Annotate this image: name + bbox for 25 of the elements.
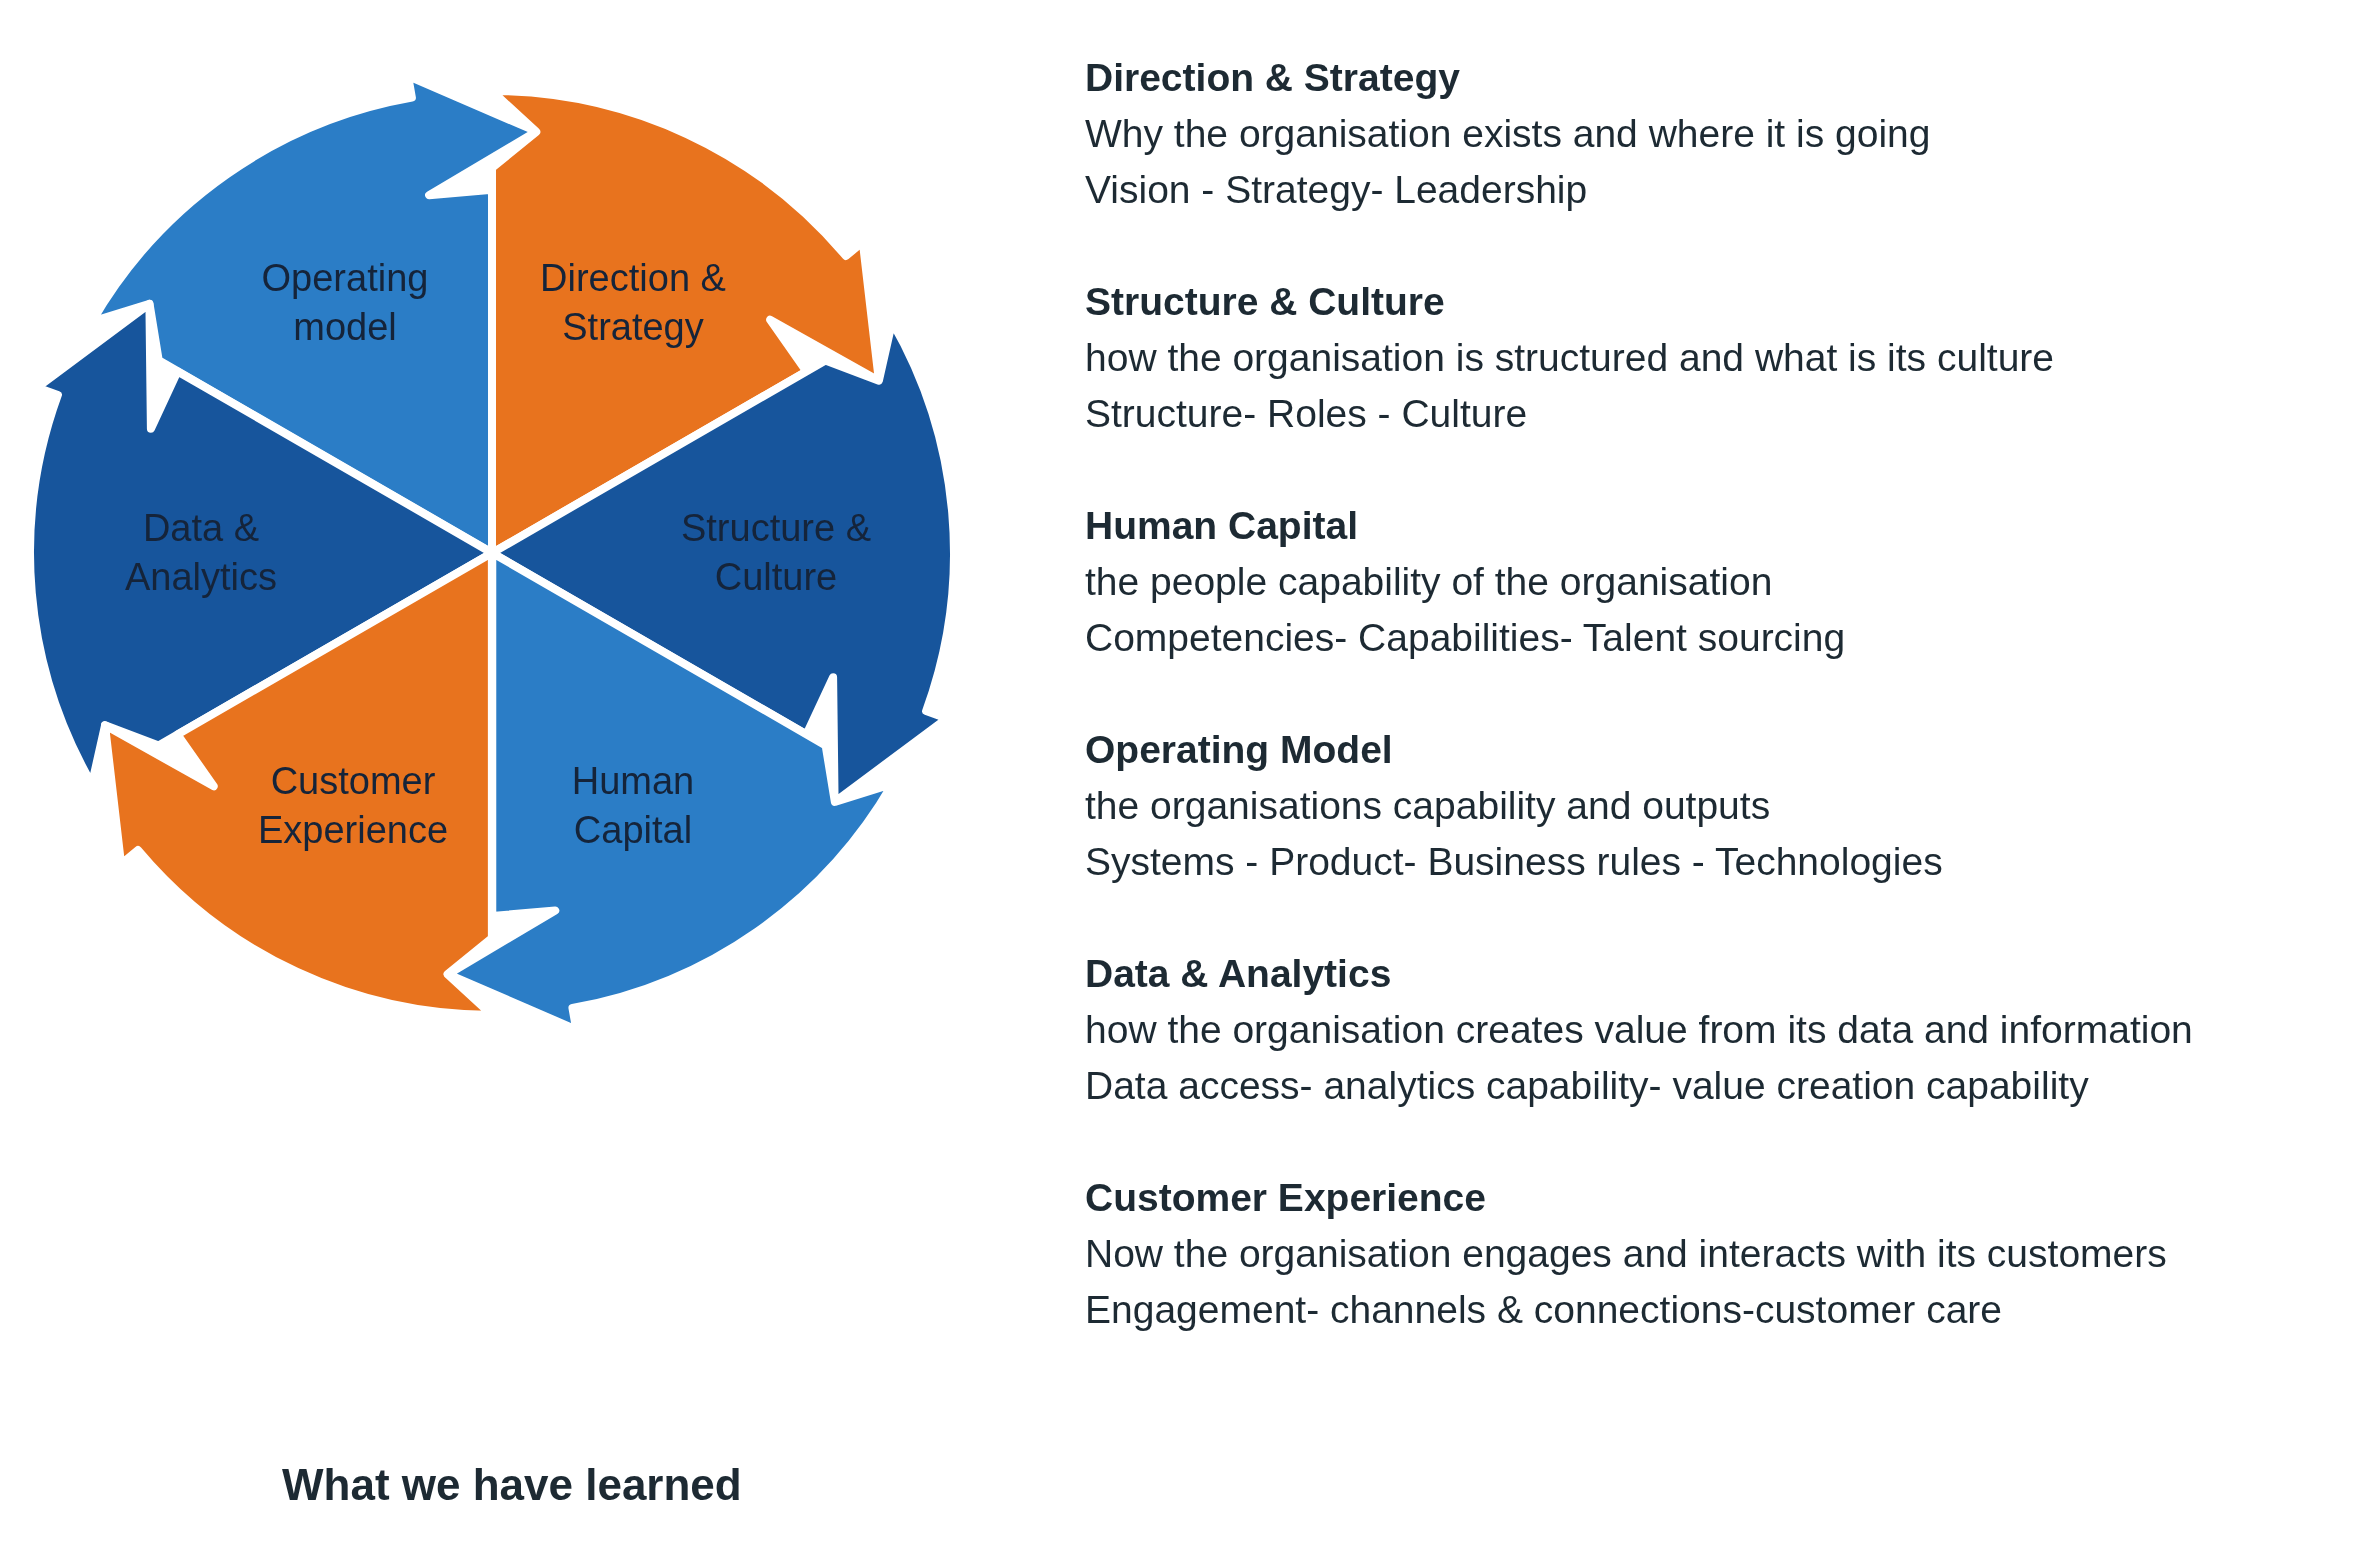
section-heading: Operating Model [1085, 727, 1394, 773]
segment-label: Customer Experience [256, 758, 450, 853]
section-keywords: Engagement- channels & connections-customer care [1085, 1287, 2003, 1333]
section-heading: Structure & Culture [1085, 279, 1446, 325]
section-description: the people capability of the organisation [1085, 559, 1774, 605]
section-description: how the organisation creates value from its data and information [1085, 1007, 2193, 1053]
section-keywords: Vision - Strategy- Leadership [1085, 167, 1589, 213]
section-heading: Human Capital [1085, 503, 1360, 549]
segment-label: Direction & Strategy [539, 255, 727, 350]
section-heading: Data & Analytics [1085, 951, 1393, 997]
section-keywords: Structure- Roles - Culture [1085, 391, 1529, 437]
segment-label: Structure & Culture [679, 505, 873, 600]
section-keywords: Systems - Product- Business rules - Technologies [1085, 839, 1944, 885]
section-description: Why the organisation exists and where it is going [1085, 111, 1932, 157]
segment-label: Data & Analytics [123, 505, 279, 600]
section-heading: Customer Experience [1085, 1175, 1487, 1221]
section-heading: Direction & Strategy [1085, 55, 1461, 101]
section-keywords: Data access- analytics capability- value creation capability [1085, 1063, 2090, 1109]
footer-heading: What we have learned [282, 1459, 742, 1511]
section-description: Now the organisation engages and interacts with its customers [1085, 1231, 2168, 1277]
section-description: how the organisation is structured and what is its culture [1085, 335, 2055, 381]
segment-label: Human Capital [570, 758, 696, 853]
segment-label: Operating model [260, 255, 430, 350]
section-keywords: Competencies- Capabilities- Talent sourcing [1085, 615, 1847, 661]
section-description: the organisations capability and outputs [1085, 783, 1772, 829]
